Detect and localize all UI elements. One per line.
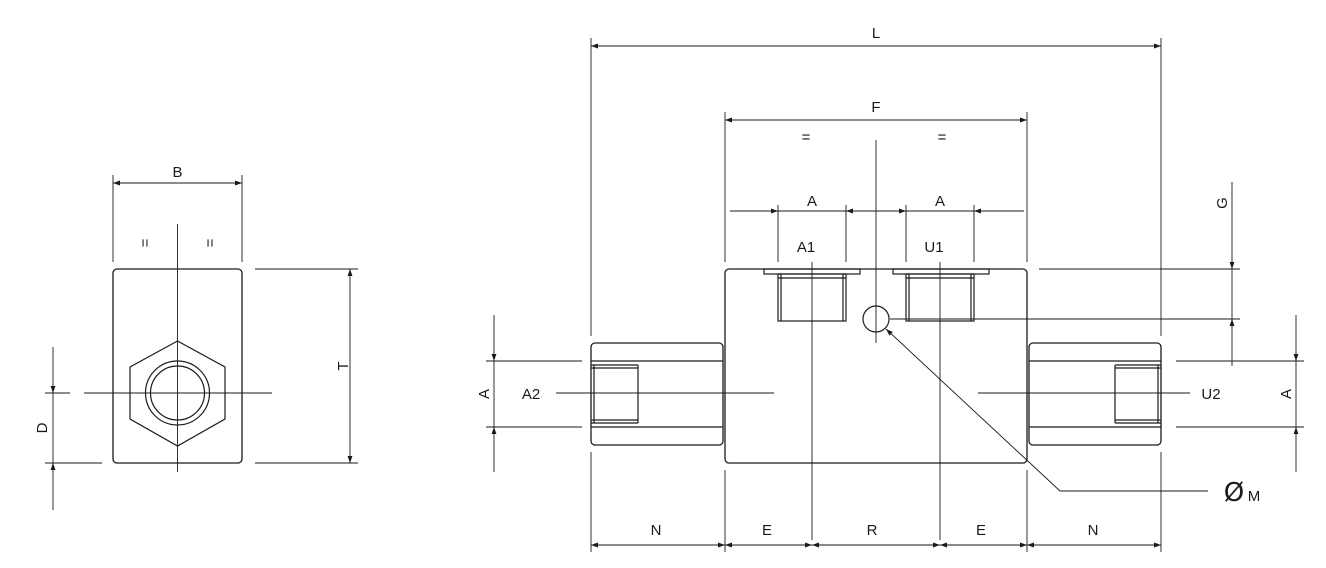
dim-a-right-label: A	[1278, 389, 1295, 399]
diameter-symbol: Ø	[1224, 478, 1244, 508]
side-view: B = = T D	[34, 164, 358, 510]
equal-mark-right: =	[202, 238, 219, 247]
dim-e-left-label: E	[762, 522, 772, 539]
dim-t-label: T	[335, 361, 352, 370]
port-u1-label: U1	[924, 239, 943, 256]
port-a2-label: A2	[522, 386, 540, 403]
dim-e-right-label: E	[976, 522, 986, 539]
dim-g-label: G	[1214, 197, 1231, 209]
equal-mark-left: =	[802, 129, 811, 146]
dim-a-top-right-label: A	[935, 193, 945, 210]
dim-n-left-label: N	[651, 522, 662, 539]
dim-a-left-label: A	[476, 389, 493, 399]
dim-m-leader-arrow	[885, 328, 1061, 492]
right-fitting	[1028, 342, 1162, 446]
equal-mark-right: =	[938, 129, 947, 146]
front-view: L F = = A A A1 U1 A2 U2 A	[476, 25, 1304, 552]
port-a1-label: A1	[797, 239, 815, 256]
equal-mark-left: =	[137, 238, 154, 247]
dim-m-label: M	[1248, 488, 1261, 505]
dim-f-label: F	[871, 99, 880, 116]
left-fitting	[590, 342, 724, 446]
dim-b-label: B	[172, 164, 182, 181]
port-u2-label: U2	[1201, 386, 1220, 403]
dim-d-label: D	[34, 422, 51, 433]
dim-n-right-label: N	[1088, 522, 1099, 539]
dim-a-top-left-label: A	[807, 193, 817, 210]
dim-r-label: R	[867, 522, 878, 539]
dim-l-label: L	[872, 25, 880, 42]
